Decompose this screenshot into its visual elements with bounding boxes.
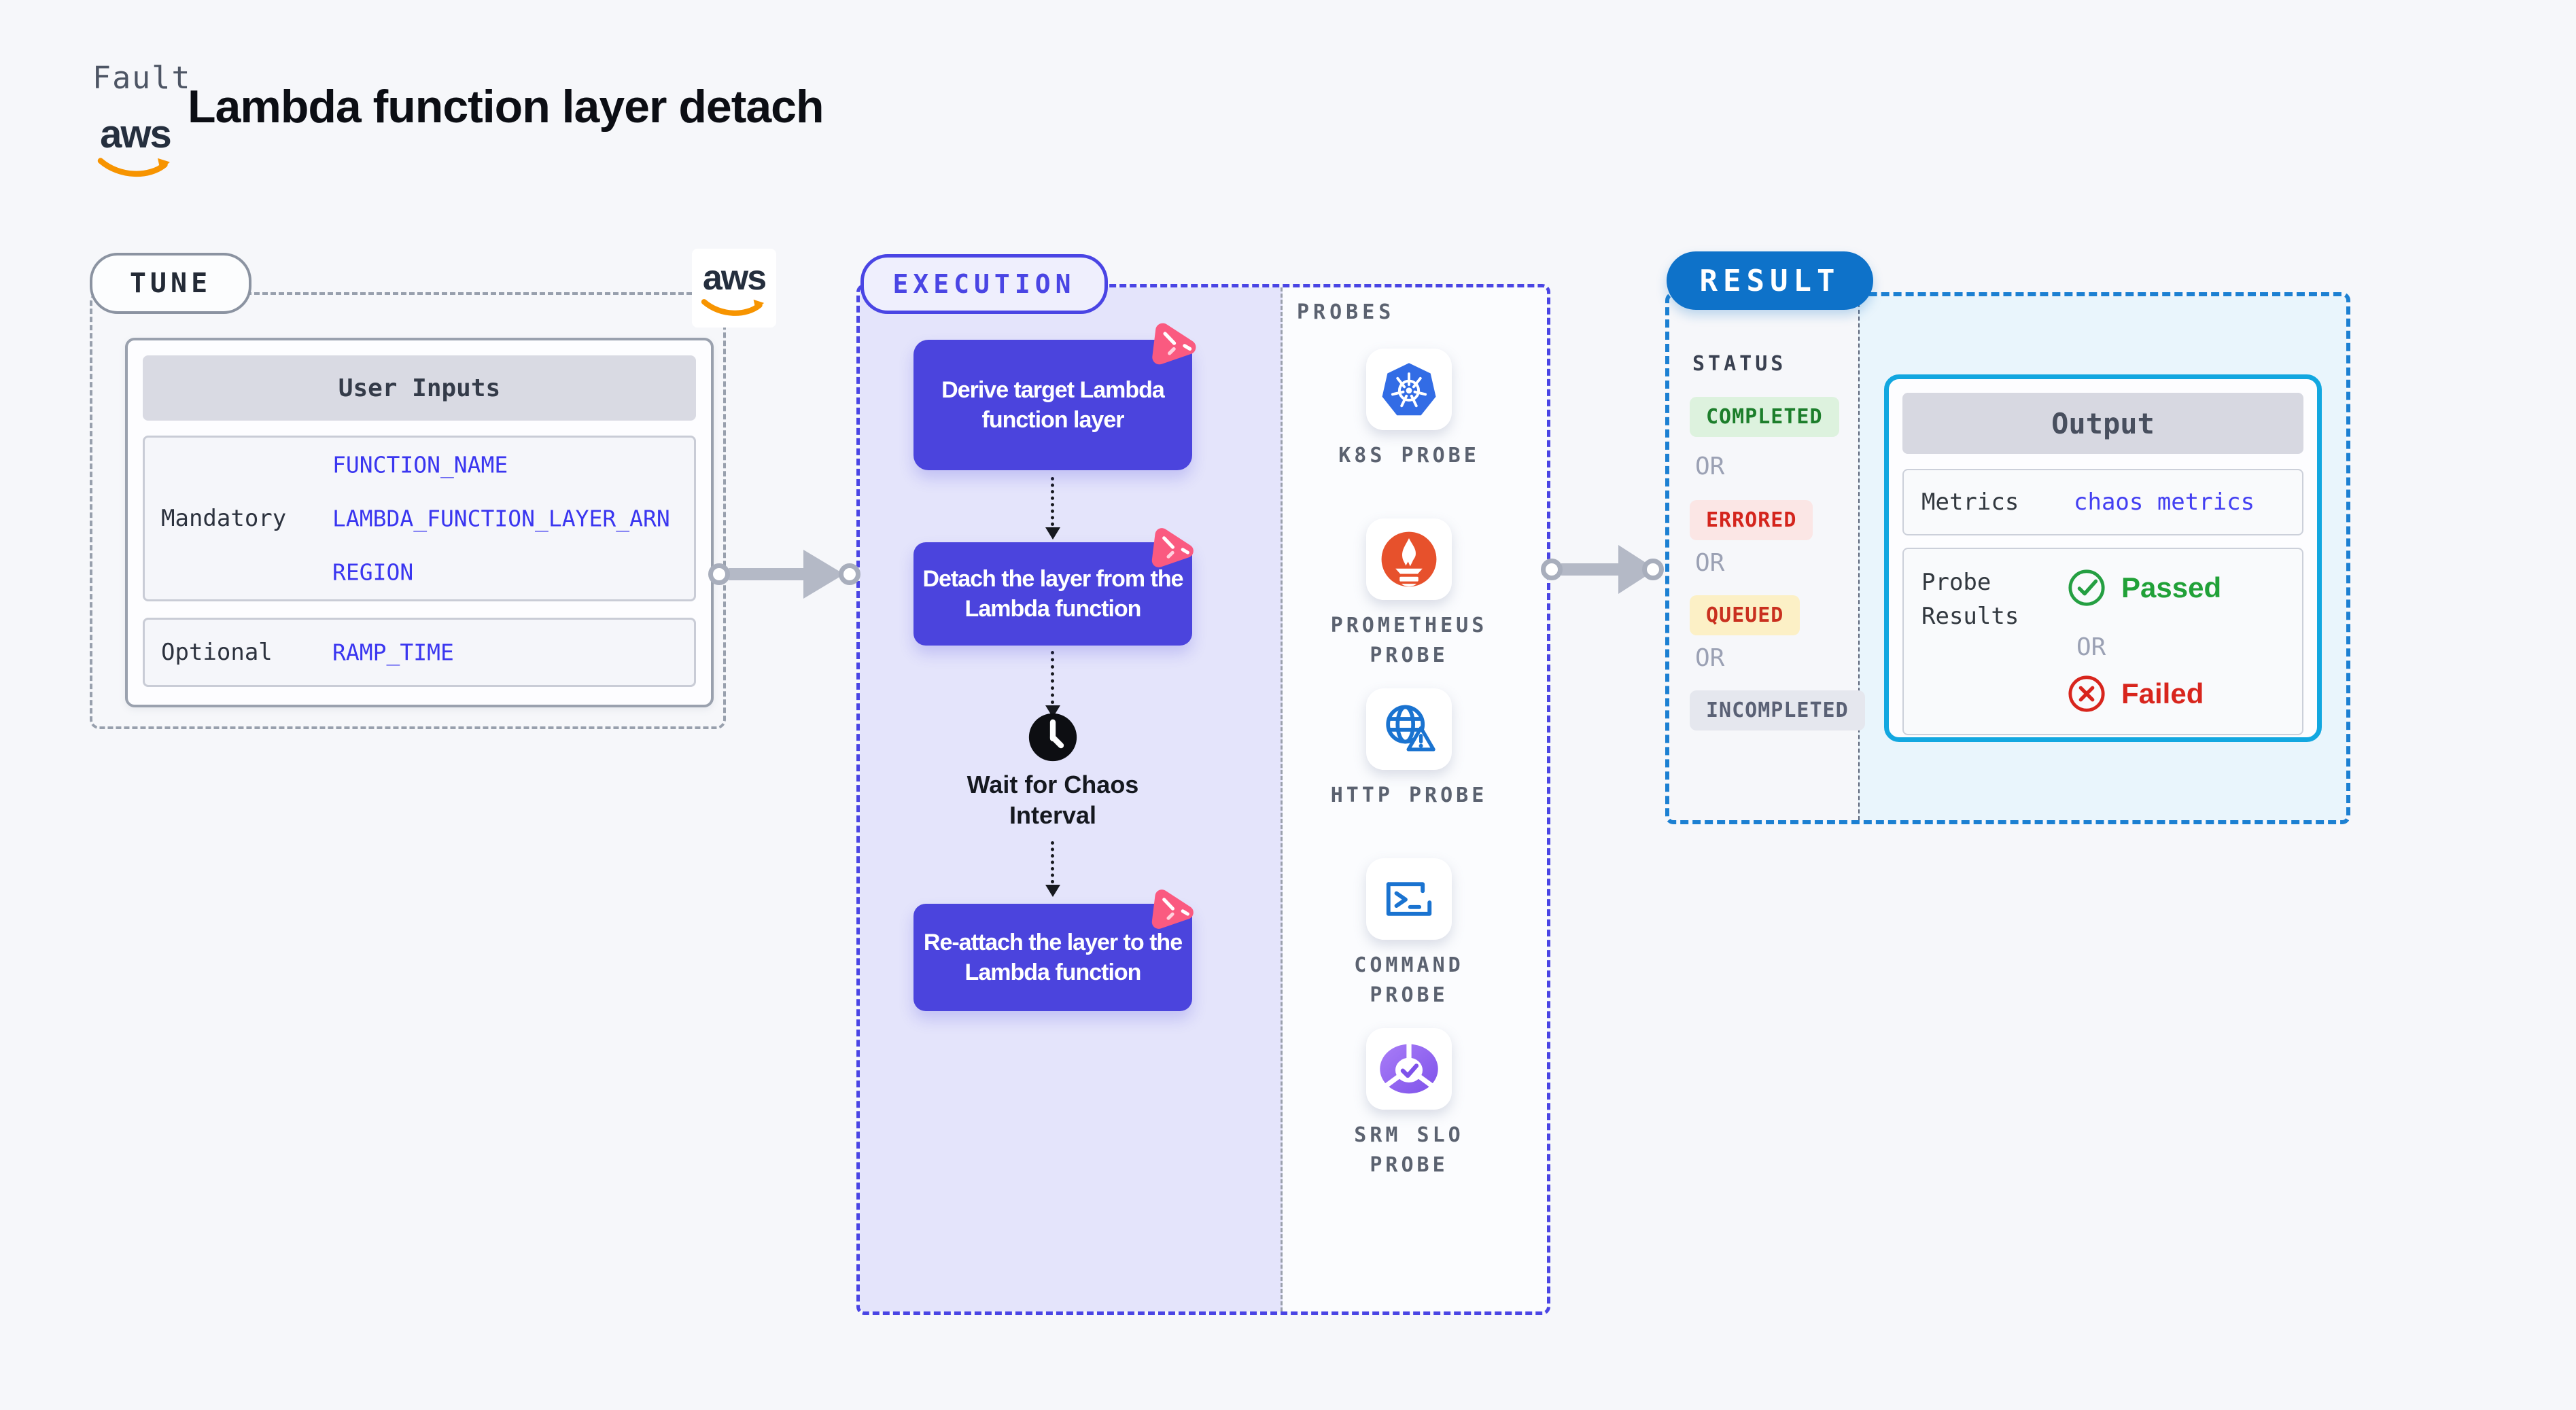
clock-icon (1028, 713, 1077, 762)
chaos-metrics-link[interactable]: chaos metrics (2074, 489, 2255, 516)
terminal-icon (1386, 882, 1432, 916)
check-circle-icon (2068, 569, 2105, 606)
mandatory-row: Mandatory FUNCTION_NAME LAMBDA_FUNCTION_… (143, 436, 696, 601)
metrics-label: Metrics (1921, 489, 2019, 516)
tune-panel (90, 292, 726, 729)
probe-card-srm-slo (1366, 1028, 1452, 1110)
failed-item: Failed (2067, 674, 2204, 713)
probe-results-label: Probe Results (1921, 569, 2019, 630)
chaos-icon (1152, 323, 1196, 365)
param-value: LAMBDA_FUNCTION_LAYER_ARN (332, 505, 670, 532)
status-badge-errored: ERRORED (1690, 500, 1813, 540)
probe-label: COMMAND PROBE (1354, 953, 1464, 1007)
tune-stage-label: TUNE (129, 268, 212, 299)
metrics-row: Metrics chaos metrics (1902, 469, 2303, 535)
failed-label: Failed (2121, 677, 2204, 709)
probe-card-k8s (1366, 349, 1452, 430)
connector-endpoint (708, 563, 730, 585)
http-globe-icon (1386, 705, 1435, 752)
connector-line (1561, 563, 1618, 576)
connector-line (729, 568, 803, 580)
status-heading: STATUS (1692, 352, 1787, 376)
arrow-down-icon (1045, 527, 1060, 540)
status-badge-completed: COMPLETED (1690, 397, 1839, 437)
user-inputs-card: User Inputs Mandatory FUNCTION_NAME LAMB… (125, 338, 714, 707)
param-value: FUNCTION_NAME (332, 451, 508, 478)
probe-card-prometheus (1366, 518, 1452, 600)
passed-label: Passed (2121, 571, 2222, 603)
aws-smile-icon (701, 299, 765, 316)
aws-smile-icon (97, 158, 170, 177)
aws-wordmark: aws (100, 112, 172, 156)
or-label: OR (1695, 549, 1725, 577)
probes-area (1283, 287, 1547, 1311)
probe-label: PROMETHEUS PROBE (1330, 614, 1488, 667)
prometheus-icon (1381, 531, 1437, 587)
optional-label: Optional (161, 639, 273, 666)
result-stage-pill: RESULT (1667, 251, 1873, 310)
passed-item: Passed (2067, 568, 2221, 607)
mandatory-label: Mandatory (161, 505, 287, 532)
or-label: OR (1695, 453, 1725, 480)
probes-heading: PROBES (1297, 300, 1395, 324)
probe-label: HTTP PROBE (1330, 783, 1488, 807)
step-detach-layer: Detach the layer from the Lambda functio… (913, 542, 1192, 646)
execution-stage-pill: EXECUTION (860, 254, 1108, 314)
probe-results-row: Probe Results Passed OR Failed (1902, 548, 2303, 735)
output-card: Output Metrics chaos metrics Probe Resul… (1884, 374, 2322, 742)
or-label: OR (1695, 644, 1725, 672)
wait-chaos-interval-label: Wait for Chaos Interval (967, 771, 1139, 829)
optional-values: RAMP_TIME (332, 626, 454, 680)
aws-logo: aws (692, 249, 776, 328)
fault-kicker: Fault (92, 60, 192, 96)
param-value: RAMP_TIME (332, 639, 454, 666)
connector-endpoint (1642, 559, 1664, 580)
status-badge-queued: QUEUED (1690, 595, 1800, 635)
tune-stage-pill: TUNE (90, 253, 251, 314)
probe-label: SRM SLO PROBE (1354, 1123, 1464, 1177)
param-value: REGION (332, 559, 414, 586)
aws-wordmark: aws (702, 258, 767, 298)
aws-logo: aws (91, 111, 179, 180)
output-header: Output (1902, 393, 2303, 454)
user-inputs-header: User Inputs (143, 355, 696, 421)
execution-stage-label: EXECUTION (892, 269, 1076, 299)
connector-endpoint (1541, 559, 1563, 580)
arrow-down-icon (1045, 885, 1060, 897)
output-title: Output (2051, 406, 2155, 440)
step-reattach-layer: Re-attach the layer to the Lambda functi… (913, 904, 1192, 1011)
result-stage-label: RESULT (1699, 263, 1841, 298)
or-label: OR (2076, 633, 2106, 661)
flow-arrow (1051, 651, 1054, 704)
step-derive-layer: Derive target Lambda function layer (913, 340, 1192, 470)
arrow-right-icon (803, 550, 844, 599)
probe-card-command (1366, 858, 1452, 940)
x-circle-icon (2068, 675, 2105, 712)
probe-card-http (1366, 688, 1452, 770)
kubernetes-icon (1382, 363, 1436, 416)
user-inputs-title: User Inputs (338, 374, 501, 402)
flow-arrow (1051, 841, 1054, 883)
optional-row: Optional RAMP_TIME (143, 618, 696, 687)
srm-slo-icon (1380, 1042, 1438, 1094)
chaos-icon (1151, 528, 1194, 567)
probe-label: K8S PROBE (1338, 444, 1480, 468)
chaos-icon (1151, 889, 1194, 929)
flow-arrow (1051, 477, 1054, 526)
status-badge-incompleted: INCOMPLETED (1690, 690, 1865, 730)
page-title: Lambda function layer detach (188, 81, 824, 133)
connector-endpoint (839, 563, 860, 585)
mandatory-values: FUNCTION_NAME LAMBDA_FUNCTION_LAYER_ARN … (332, 438, 670, 599)
